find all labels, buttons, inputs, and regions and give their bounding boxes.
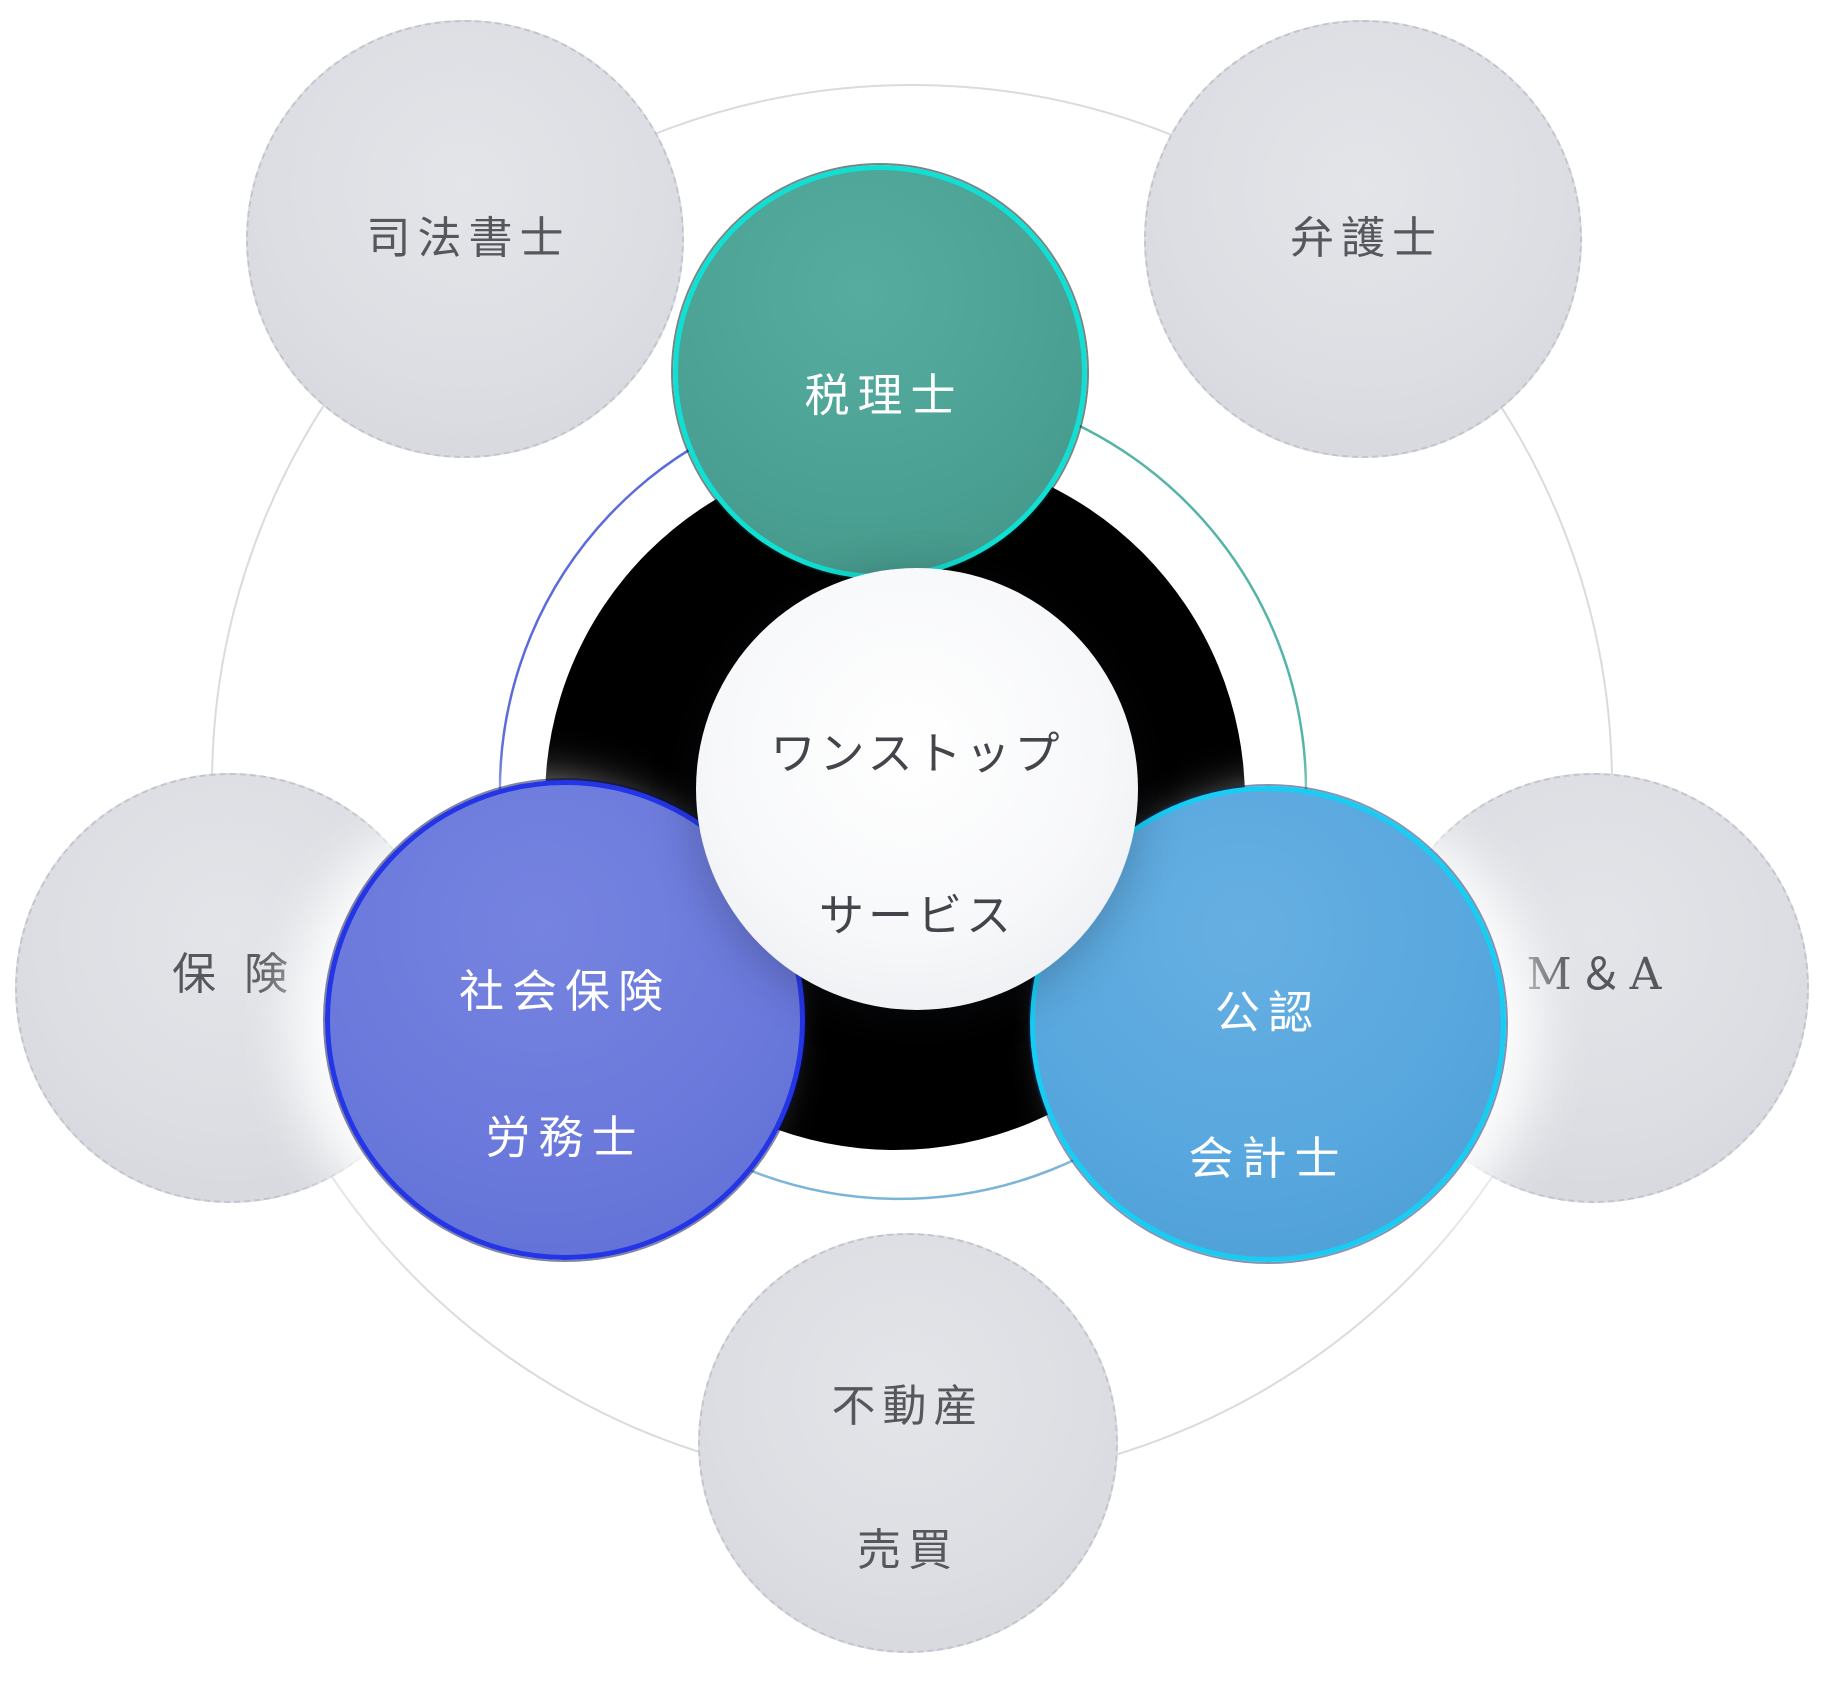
- real-estate-line1: 不動産: [831, 1380, 985, 1432]
- sharoushi-line1: 社会保険: [458, 965, 671, 1019]
- kaikeishi-line1: 公認: [1214, 986, 1321, 1040]
- circle-tax-accountant: 税理士: [673, 165, 1087, 579]
- circle-judicial-scrivener: 司法書士: [246, 20, 684, 458]
- kaikeishi-line2: 会計士: [1188, 1131, 1348, 1185]
- judicial-scrivener-label: 司法書士: [366, 212, 571, 264]
- one-stop-service-label: ワンストップ サービス: [770, 622, 1063, 956]
- circle-insurance: 保 険: [15, 773, 445, 1203]
- one-stop-line1: ワンストップ: [770, 727, 1064, 780]
- circle-real-estate: 不動産 売買: [698, 1233, 1118, 1653]
- lawyer-label: 弁護士: [1290, 212, 1443, 264]
- social-insurance-labor-consultant-label: 社会保険 労務士: [459, 865, 671, 1175]
- insurance-label: 保 険: [172, 948, 295, 1000]
- ma-label: M＆A: [1526, 948, 1669, 1000]
- sharoushi-line2: 労務士: [485, 1110, 645, 1164]
- real-estate-line2: 売買: [857, 1525, 959, 1577]
- one-stop-line2: サービス: [818, 889, 1015, 942]
- real-estate-label: 不動産 売買: [832, 1299, 985, 1588]
- circle-lawyer: 弁護士: [1144, 20, 1582, 458]
- circle-one-stop-service: ワンストップ サービス: [696, 568, 1138, 1010]
- certified-public-accountant-label: 公認 会計士: [1188, 852, 1347, 1196]
- tax-accountant-label: 税理士: [804, 368, 964, 422]
